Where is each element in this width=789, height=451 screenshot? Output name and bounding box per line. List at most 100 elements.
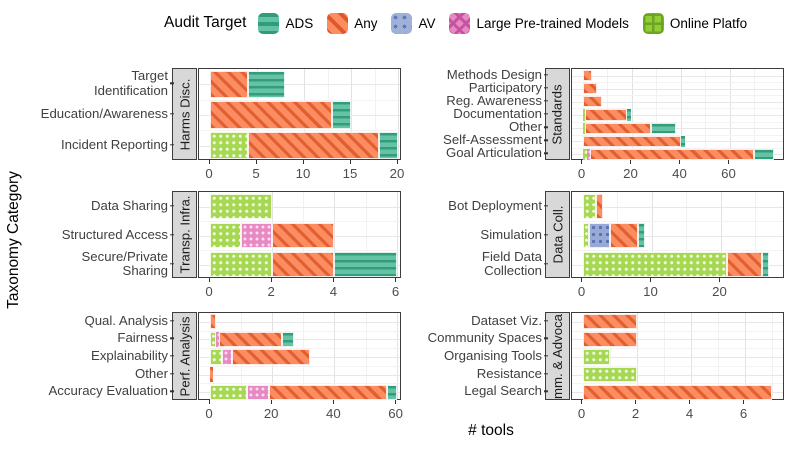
gridline: [609, 313, 611, 399]
gridline: [396, 192, 398, 277]
facet-strip-label: Data Coll.: [550, 205, 565, 264]
bar-field-data-collection: [582, 251, 769, 278]
bar-other: [582, 122, 676, 134]
bar-segment-ads: [334, 251, 397, 278]
x-axis-tick-label: 0: [577, 406, 586, 421]
bar-documentation: [582, 109, 632, 121]
bar-segment-any: [582, 331, 637, 348]
bar-dataset-viz: [582, 314, 637, 330]
x-axis-tick-label: 0: [205, 284, 213, 299]
bar-segment-any: [231, 349, 310, 365]
legend-swatch-any-icon: [327, 12, 349, 34]
facet-plot-transp: [198, 191, 401, 278]
bar-segment-any: [727, 251, 762, 278]
bar-other: [210, 366, 214, 383]
bar-segment-any: [582, 69, 593, 82]
gridline: [199, 130, 400, 132]
gridline: [199, 321, 400, 323]
category-label: Legal Search: [464, 383, 542, 399]
gridline: [351, 69, 352, 159]
category-label: Documentation: [453, 105, 542, 121]
gridline: [199, 221, 400, 222]
gridline: [571, 88, 783, 90]
gridline: [571, 221, 783, 222]
x-axis-tick-label: 40: [326, 406, 341, 421]
facet-plot-harms: [198, 68, 401, 160]
facet-strip-label: Transp. Infra.: [177, 195, 192, 274]
bar-community-spaces: [582, 331, 637, 348]
gridline: [571, 339, 783, 341]
gridline: [199, 330, 400, 332]
facet-strip-advocacy: mm. & Advoca: [545, 312, 570, 400]
category-label: Other: [509, 119, 542, 135]
y-axis-tick: [170, 204, 174, 207]
x-axis-tick: [302, 160, 304, 164]
bar-target-identification: [210, 70, 286, 99]
facet-strip-transp: Transp. Infra.: [172, 191, 197, 278]
bar-segment-any: [582, 96, 603, 108]
bar-accuracy-evaluation: [210, 384, 397, 400]
facet-strip-perf: Perf. Analysis: [172, 312, 197, 400]
gridline: [199, 339, 400, 341]
facet-strip-label: Standards: [550, 83, 565, 145]
gridline: [571, 147, 783, 149]
bar-segment-op: [210, 384, 248, 400]
legend-item-lpm: Large Pre-trained Models: [449, 12, 629, 34]
bar-segment-any: [610, 222, 638, 249]
bar-segment-any: [584, 122, 652, 134]
x-axis-tick-label: 0: [205, 166, 213, 181]
facet-plot-standards: [570, 68, 784, 161]
category-label: Data Sharing: [91, 197, 168, 213]
y-axis-tick: [544, 262, 548, 265]
gridline: [571, 82, 783, 84]
bar-segment-any: [584, 109, 627, 121]
bar-explainability: [210, 349, 310, 365]
category-label: Bot Deployment: [448, 197, 542, 213]
x-axis-tick: [208, 400, 210, 404]
bar-segment-op: [582, 349, 610, 365]
gridline: [199, 99, 400, 101]
bar-segment-ads: [651, 122, 676, 134]
bar-structured-access: [210, 222, 335, 249]
legend-swatch-op-icon: [642, 12, 664, 34]
x-axis-tick-label: 6: [391, 284, 400, 299]
gridline: [334, 313, 336, 399]
bar-segment-lpm: [222, 349, 232, 365]
category-label: Community Spaces: [427, 330, 542, 346]
x-axis-tick: [395, 400, 397, 404]
bar-reg-awareness: [582, 96, 603, 108]
gridline: [199, 374, 400, 376]
x-axis-tick: [581, 400, 583, 404]
gridline: [365, 192, 367, 277]
y-axis-tick: [170, 355, 174, 357]
x-axis-tick-label: 2: [631, 406, 640, 421]
legend-swatch-lpm-icon: [449, 12, 471, 34]
x-axis-tick-label: 60: [721, 166, 736, 181]
bar-segment-op: [582, 193, 597, 220]
y-axis-tick: [544, 372, 548, 375]
bar-segment-any: [582, 314, 637, 330]
y-axis-tick: [170, 113, 174, 115]
y-axis-tick: [170, 143, 174, 146]
gridline: [396, 313, 398, 399]
bar-secure-private-sharing: [210, 251, 397, 278]
x-axis-tick: [208, 160, 210, 164]
x-axis-tick: [395, 278, 397, 282]
legend-item-label: Online Platfo: [669, 15, 748, 31]
gridline: [365, 313, 367, 399]
y-axis-tick: [544, 152, 548, 155]
x-axis-tick-label: 0: [205, 406, 213, 421]
bar-segment-ads: [680, 135, 686, 147]
gridline: [720, 192, 722, 277]
x-axis-tick: [679, 160, 681, 164]
bar-segment-ads: [247, 70, 286, 99]
bar-segment-op: [582, 109, 585, 121]
category-label: Secure/Private Sharing: [81, 248, 169, 278]
legend-item-any: Any: [327, 12, 377, 34]
y-axis-tick: [544, 100, 548, 102]
y-axis-tick: [544, 337, 548, 340]
gridline: [398, 69, 399, 159]
x-axis-tick-label: 0: [577, 284, 586, 299]
bar-segment-lpm: [587, 148, 590, 161]
